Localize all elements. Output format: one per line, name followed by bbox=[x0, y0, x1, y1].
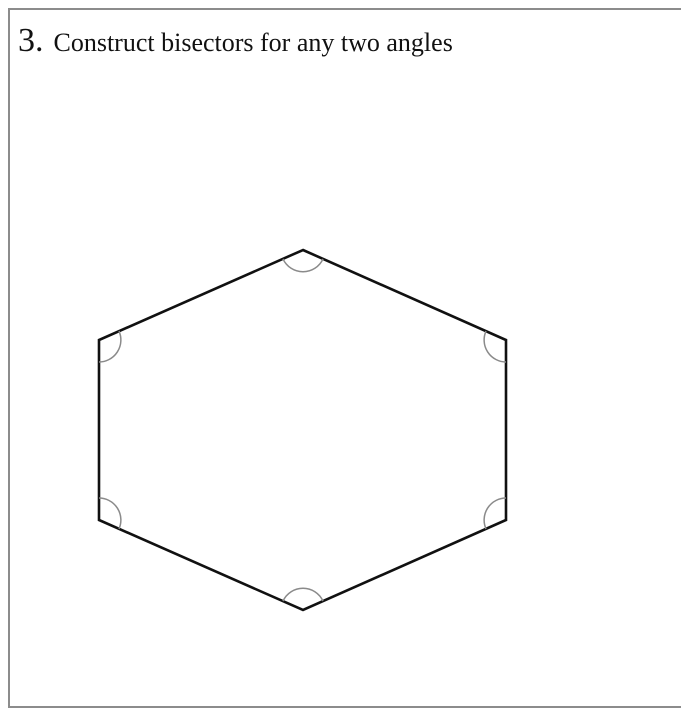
angle-arc-upper-right bbox=[483, 330, 507, 363]
question-instruction: Construct bisectors for any two angles bbox=[53, 28, 453, 57]
angle-arc-bottom bbox=[282, 587, 324, 602]
hexagon-figure bbox=[97, 248, 508, 612]
hexagon-outline bbox=[97, 248, 508, 612]
angle-arc-top bbox=[282, 258, 324, 273]
question-heading: 3. Construct bisectors for any two angles bbox=[18, 22, 453, 60]
angle-arc-upper-left bbox=[98, 330, 122, 363]
angle-arc-lower-right bbox=[483, 497, 507, 530]
question-number: 3. bbox=[18, 22, 44, 59]
angle-arc-lower-left bbox=[98, 497, 122, 530]
